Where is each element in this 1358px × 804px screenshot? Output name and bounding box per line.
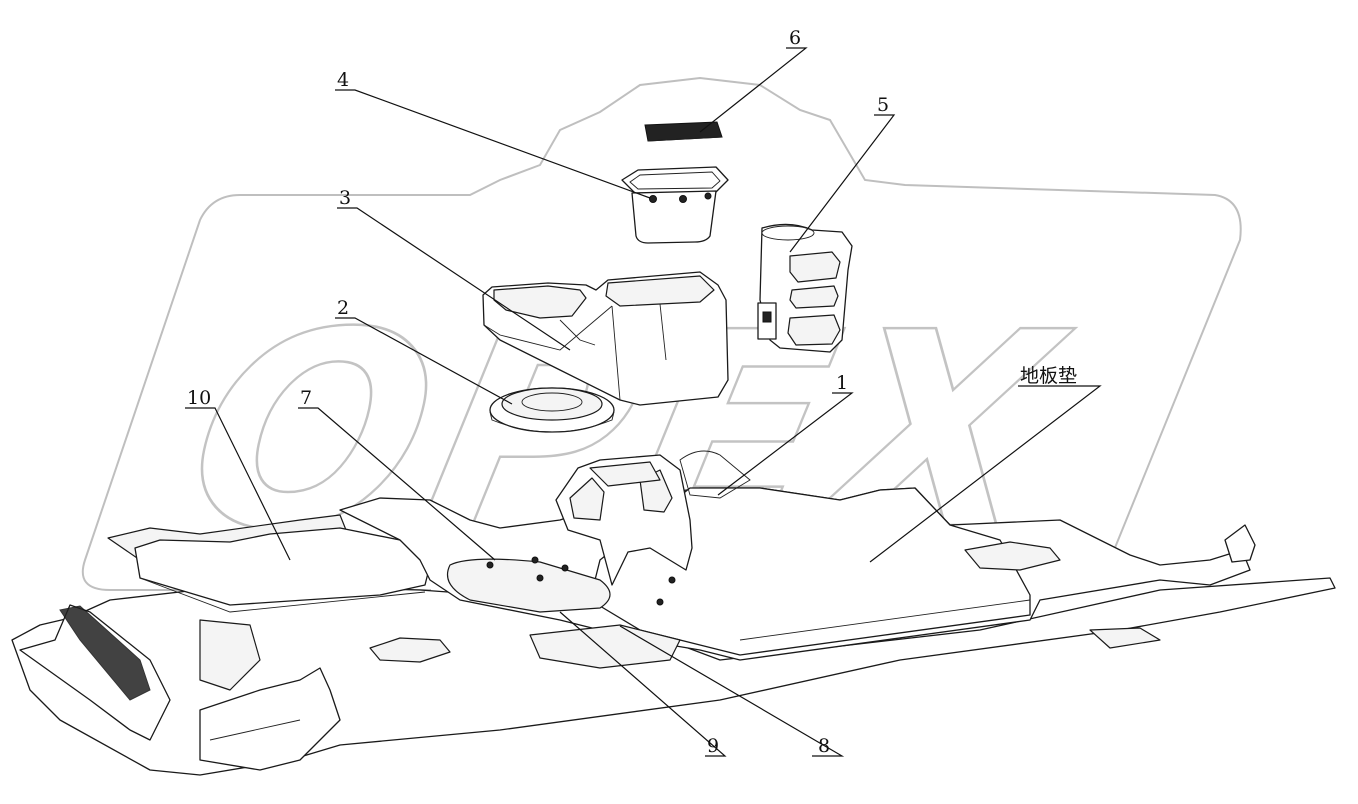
- part-6-coin-tray-mat: [644, 121, 723, 142]
- callout-floor-mat: 地板垫: [1020, 365, 1077, 387]
- callout-2: 2: [337, 297, 349, 319]
- callout-5: 5: [877, 94, 889, 116]
- leader-lines: [185, 47, 1102, 757]
- callout-1: 1: [836, 372, 848, 394]
- callout-3: 3: [339, 187, 351, 209]
- floor-assembly: [11, 450, 1336, 776]
- callout-10: 10: [187, 387, 211, 409]
- part-4-storage-box: [621, 166, 729, 244]
- callout-labels: 6 4 5 3 2 10 7 1 地板垫 9 8: [187, 27, 1077, 757]
- part-2-gear-boot-ring: [489, 387, 615, 433]
- callout-9: 9: [707, 735, 719, 757]
- callout-6: 6: [789, 27, 801, 49]
- part-3-center-console: [482, 271, 729, 406]
- callout-7: 7: [300, 387, 312, 409]
- callout-4: 4: [337, 69, 349, 91]
- callout-8: 8: [818, 735, 830, 757]
- part-5-cup-holder: [757, 223, 853, 353]
- floor-mat-right: [589, 487, 1031, 656]
